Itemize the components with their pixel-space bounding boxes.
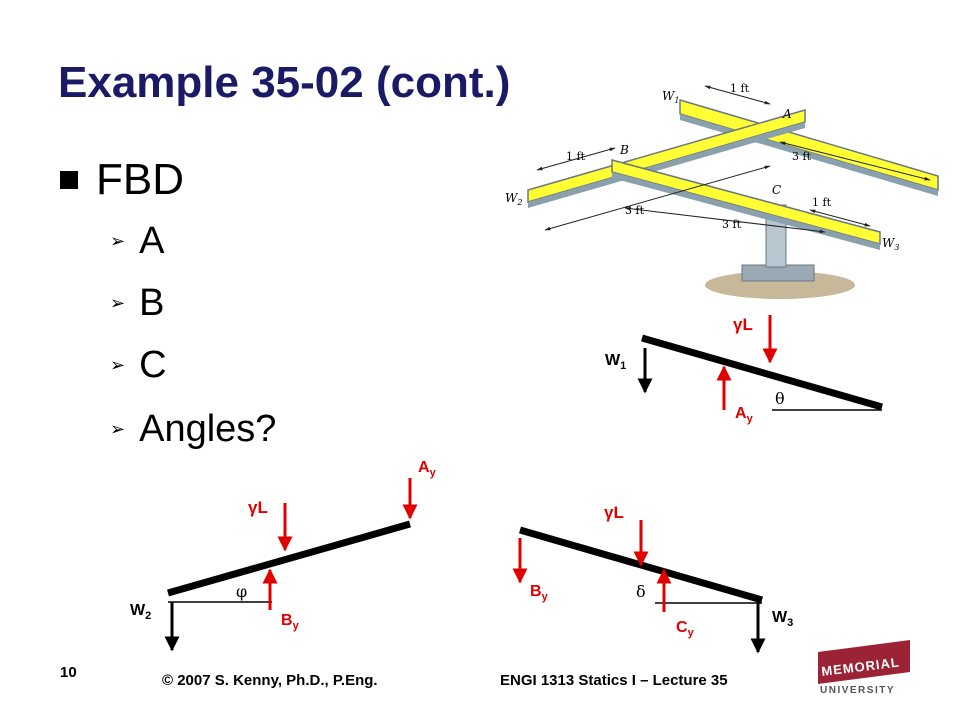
fbd3-reaction-label: Cy [676, 619, 695, 639]
bullet-fbd: FBD [60, 155, 184, 205]
photo-dim-1ft-right: 1 ft [812, 196, 832, 209]
fbd3-load-label: γL [604, 503, 624, 522]
page-number: 10 [60, 664, 77, 681]
fbd1-reaction-label: Ay [735, 405, 754, 425]
fbd1-angle-label: θ [775, 389, 785, 408]
photo-dim-1ft-left: 1 ft [566, 150, 586, 163]
sub-item-a: ➢ A [110, 220, 164, 263]
photo-dim-1ft-top: 1 ft [730, 82, 750, 95]
logo-line2: UNIVERSITY [820, 685, 895, 696]
photo-dim-3ft-b: 3 ft [625, 204, 645, 217]
fbd-beam-b: W2 γL Ay By φ [130, 459, 437, 652]
footer-copyright: © 2007 S. Kenny, Ph.D., P.Eng. [162, 672, 378, 689]
fbd3-left-reaction-label: By [530, 583, 549, 603]
photo-label-a: A [782, 107, 792, 121]
photo-label-w2: W2 [505, 191, 522, 207]
photo-dim-3ft-c: 3 ft [722, 218, 742, 231]
photo-dim-3ft-a: 3 ft [792, 150, 812, 163]
arrow-bullet-icon: ➢ [110, 355, 126, 376]
photo-label-w1: W1 [662, 89, 679, 105]
sub-item-c-text: C [139, 344, 167, 386]
fbd3-angle-label: δ [636, 582, 646, 601]
sub-item-angles-text: Angles? [139, 408, 277, 450]
fbd2-load-label: γL [248, 498, 268, 517]
fbd-beam-a: W1 γL Ay θ [605, 315, 883, 425]
fbd2-top-reaction-label: Ay [418, 459, 437, 479]
fbd1-beam [641, 334, 883, 411]
fbd2-beam [167, 520, 411, 597]
fbd2-reaction-label: By [281, 612, 300, 632]
arrow-bullet-icon: ➢ [110, 293, 126, 314]
slide-title: Example 35-02 (cont.) [58, 58, 511, 107]
fbd1-weight-label: W1 [605, 352, 626, 372]
sub-item-b: ➢ B [110, 282, 164, 325]
fbd2-angle-label: φ [236, 582, 247, 601]
footer-course: ENGI 1313 Statics I – Lecture 35 [500, 672, 728, 689]
photo-label-w3: W3 [882, 236, 899, 252]
memorial-university-logo: MEMORIAL UNIVERSITY [818, 640, 910, 696]
fbd-beam-c: W3 γL By Cy δ [512, 503, 793, 654]
square-bullet-icon [60, 171, 78, 189]
sign-structure-photo: W1 W2 W3 A B C 1 ft 1 ft 3 ft 1 ft 3 ft … [505, 82, 939, 299]
sub-item-c: ➢ C [110, 344, 167, 387]
sub-item-b-text: B [139, 282, 165, 324]
photo-label-c: C [772, 183, 781, 197]
photo-label-b: B [619, 143, 629, 157]
arrow-bullet-icon: ➢ [110, 231, 126, 252]
arrow-bullet-icon: ➢ [110, 419, 126, 440]
bullet-fbd-text: FBD [96, 155, 184, 204]
logo-banner [818, 640, 910, 684]
fbd2-weight-label: W2 [130, 602, 151, 622]
fbd1-load-label: γL [733, 315, 753, 334]
sub-item-angles: ➢ Angles? [110, 408, 276, 451]
sub-item-a-text: A [139, 220, 165, 262]
fbd3-weight-label: W3 [772, 609, 793, 629]
